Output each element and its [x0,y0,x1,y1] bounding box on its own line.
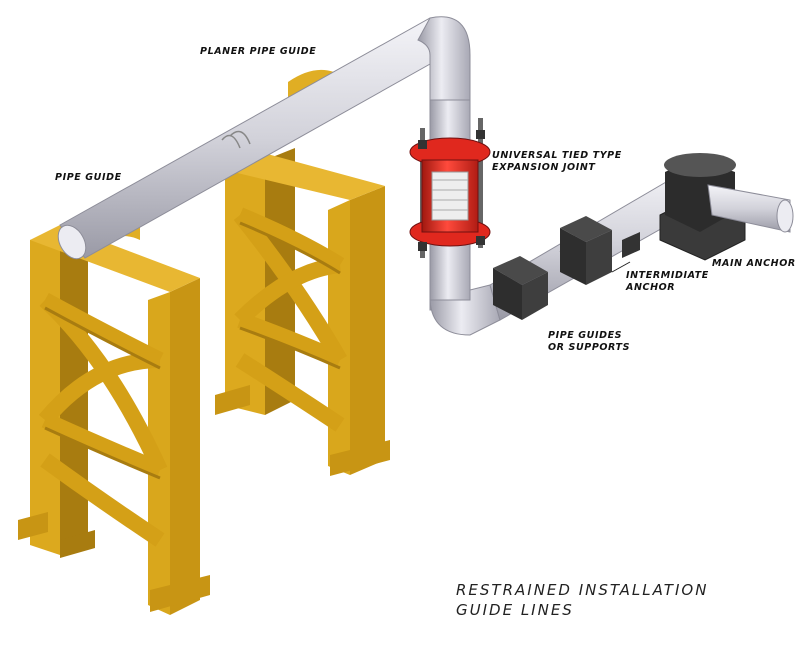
label-intermediate-anchor: INTERMIDIATE ANCHOR [626,270,709,294]
main-anchor [659,153,794,261]
label-pipe-guides-line-2: OR SUPPORTS [548,342,631,353]
expansion-joint [409,118,491,258]
label-main-anchor: MAIN ANCHOR [712,258,796,269]
pipe-support-frame-left [18,205,210,615]
leader-lines [611,261,631,273]
diagram-caption: RESTRAINED INSTALLATION GUIDE LINES [456,580,708,620]
label-pipe-guides-line-1: PIPE GUIDES [548,330,623,341]
label-intermediate-anchor-line-2: ANCHOR [626,282,676,293]
label-intermediate-anchor-line-1: INTERMIDIATE [626,270,709,281]
pipe-support-frame-right [215,69,390,476]
intermediate-anchor [622,232,640,258]
label-expansion-joint: UNIVERSAL TIED TYPE EXPANSION JOINT [492,150,622,174]
label-expansion-joint-line-1: UNIVERSAL TIED TYPE [492,150,622,161]
label-expansion-joint-line-2: EXPANSION JOINT [492,162,596,173]
label-pipe-guide: PIPE GUIDE [55,172,122,183]
label-planer-pipe-guide: PLANER PIPE GUIDE [200,46,317,57]
pipe-guides-supports [493,216,612,320]
caption-line-1: RESTRAINED INSTALLATION [456,581,709,599]
label-pipe-guides-supports: PIPE GUIDES OR SUPPORTS [548,330,630,354]
caption-line-2: GUIDE LINES [456,601,574,619]
